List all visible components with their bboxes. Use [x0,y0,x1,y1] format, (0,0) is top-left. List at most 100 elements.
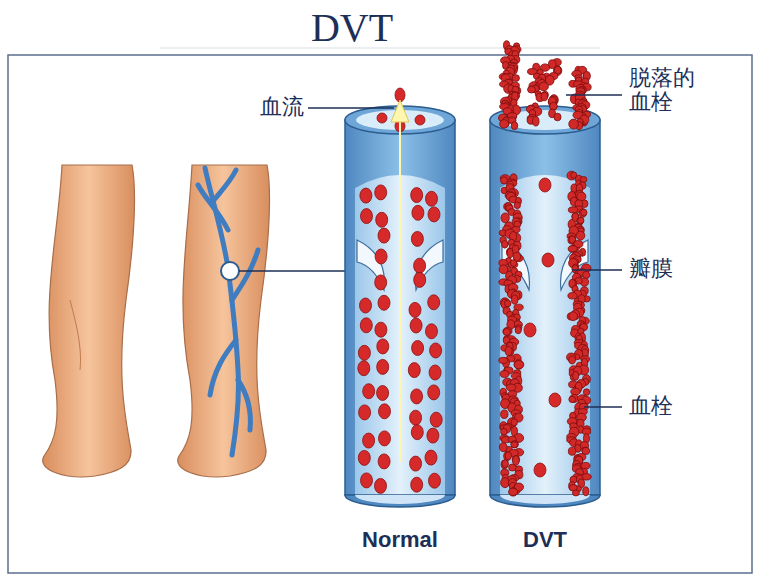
blood-cell [533,116,539,126]
blood-cell [583,389,589,396]
blood-cell [358,361,370,376]
blood-cell [501,460,508,469]
blood-cell [411,389,423,404]
blood-cell [542,253,554,267]
blood-cell [510,260,516,267]
leader-line [308,107,394,109]
blood-cell [509,488,517,496]
blood-cell [581,209,587,216]
blood-cell [573,371,579,380]
leg-normal [43,165,135,477]
location-marker [221,262,239,280]
blood-cell [568,293,577,300]
blood-cell [377,359,389,374]
blood-cell [578,217,584,224]
blood-cell [358,450,370,465]
blood-cell [541,92,547,100]
blood-cell [511,442,518,448]
blood-cell [376,212,388,227]
blood-cell [425,450,437,465]
blood-cell [428,295,440,310]
blood-cell [500,371,509,378]
blood-cell [426,324,438,339]
blood-cell [504,451,511,461]
blood-cell [375,322,387,337]
blood-cell [360,298,372,313]
blood-cell [506,384,516,391]
blood-cell [363,384,375,399]
blood-cell [359,405,371,420]
blood-cell [411,188,423,203]
blood-cell [412,205,424,220]
leg-veins [198,168,258,455]
blood-cell [361,209,373,224]
blood-cell [539,82,548,91]
leader-line [239,270,345,272]
blood-cell [501,410,508,419]
part-label: 瓣膜 [627,257,675,281]
blood-cell [360,318,372,333]
blood-cell [428,385,440,400]
blood-cell [428,207,440,222]
blood-cell [534,463,546,477]
blood-cell [375,185,387,200]
blood-cell [528,86,536,93]
blood-cell [539,178,551,192]
blood-cell [511,122,518,130]
blood-cell [377,339,389,354]
blood-cell [514,202,520,209]
part-label: 血栓 [627,394,675,418]
blood-cell [430,343,442,358]
blood-cell [410,456,422,471]
frame [8,55,752,573]
part-label: 血流 [258,95,306,119]
blood-cell [410,410,422,425]
blood-cell [379,431,391,446]
leader-line [566,94,622,96]
vessel-caption: DVT [521,528,569,552]
blood-cell [504,300,510,307]
blood-cell [503,328,510,335]
blood-cell [408,363,420,378]
blood-cell [509,464,517,471]
part-label: 脱落的 血栓 [627,66,701,114]
blood-cell [379,404,391,419]
blood-cell [501,428,508,435]
blood-cell [569,356,576,364]
blood-cell [568,447,575,455]
blood-cell [378,454,390,469]
blood-cell [499,357,508,363]
blood-cell [511,441,518,448]
blood-cell [514,360,523,370]
blood-cell [358,345,370,360]
blood-cell [409,302,421,317]
blood-cell [410,318,422,333]
blood-cell [511,295,518,304]
dvt-vessel [490,41,600,507]
blood-cell [375,275,387,290]
blood-cell [378,228,390,243]
blood-cell [502,460,508,468]
blood-cell [430,412,442,427]
blood-cell [572,490,579,496]
blood-cell [502,240,508,248]
blood-cell [429,365,441,380]
leg-dvt [178,165,270,477]
blood-cell [377,113,387,123]
blood-cell [568,207,577,213]
blood-cell [414,272,426,287]
blood-cell [360,188,372,203]
blood-cell [549,393,561,407]
blood-cell [569,396,576,402]
blood-cell [514,361,524,369]
leader-line [584,406,622,408]
blood-cell [375,249,387,264]
leg-contour [70,300,81,370]
blood-cell [579,209,586,218]
blood-cell [412,341,424,356]
leader-line [572,269,622,271]
blood-cell [411,231,423,246]
blood-cell [576,231,585,240]
vessel-caption: Normal [360,528,440,552]
